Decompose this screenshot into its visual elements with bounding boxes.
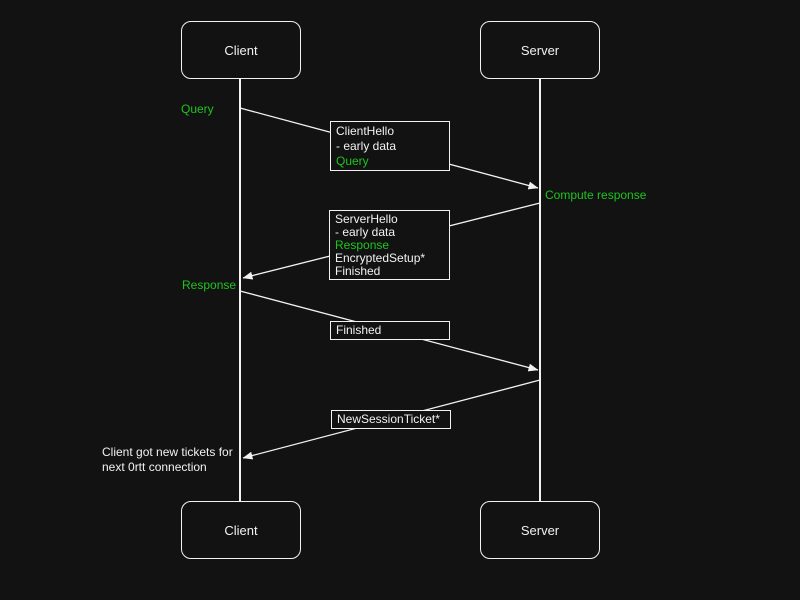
finished-title: Finished [336,323,382,337]
annotation-new-tickets-note: Client got new tickets for next 0rtt con… [102,445,233,475]
annotation-response: Response [182,278,237,292]
message-box-client-hello: ClientHello - early data Query [330,121,450,171]
client-hello-title: ClientHello [336,124,395,138]
actor-label-server-bottom: Server [520,522,560,538]
note-line-2: next 0rtt connection [102,460,207,474]
actor-box-client-bottom: Client [181,501,301,559]
client-hello-detail: - early data [336,139,397,153]
message-box-new-session-ticket: NewSessionTicket* [331,410,451,429]
server-hello-title: ServerHello [335,212,398,226]
actor-label-client-bottom: Client [224,522,258,538]
server-hello-detail: - early data [335,225,396,239]
actor-box-server-top: Server [480,21,600,79]
message-box-server-hello: ServerHello - early data Response Encryp… [329,210,450,280]
server-hello-encrypted-setup: EncryptedSetup* [335,251,426,265]
actor-label-client-top: Client [224,42,258,58]
note-line-1: Client got new tickets for [102,445,233,459]
server-hello-payload: Response [335,238,390,252]
server-hello-finished: Finished [335,264,381,278]
message-box-finished: Finished [330,321,450,340]
annotation-compute-response: Compute response [545,188,647,202]
new-session-ticket-title: NewSessionTicket* [337,412,440,426]
actor-label-server-top: Server [520,42,560,58]
client-hello-payload: Query [336,154,369,168]
annotation-query: Query [181,102,214,116]
actor-box-server-bottom: Server [480,501,600,559]
actor-box-client-top: Client [181,21,301,79]
